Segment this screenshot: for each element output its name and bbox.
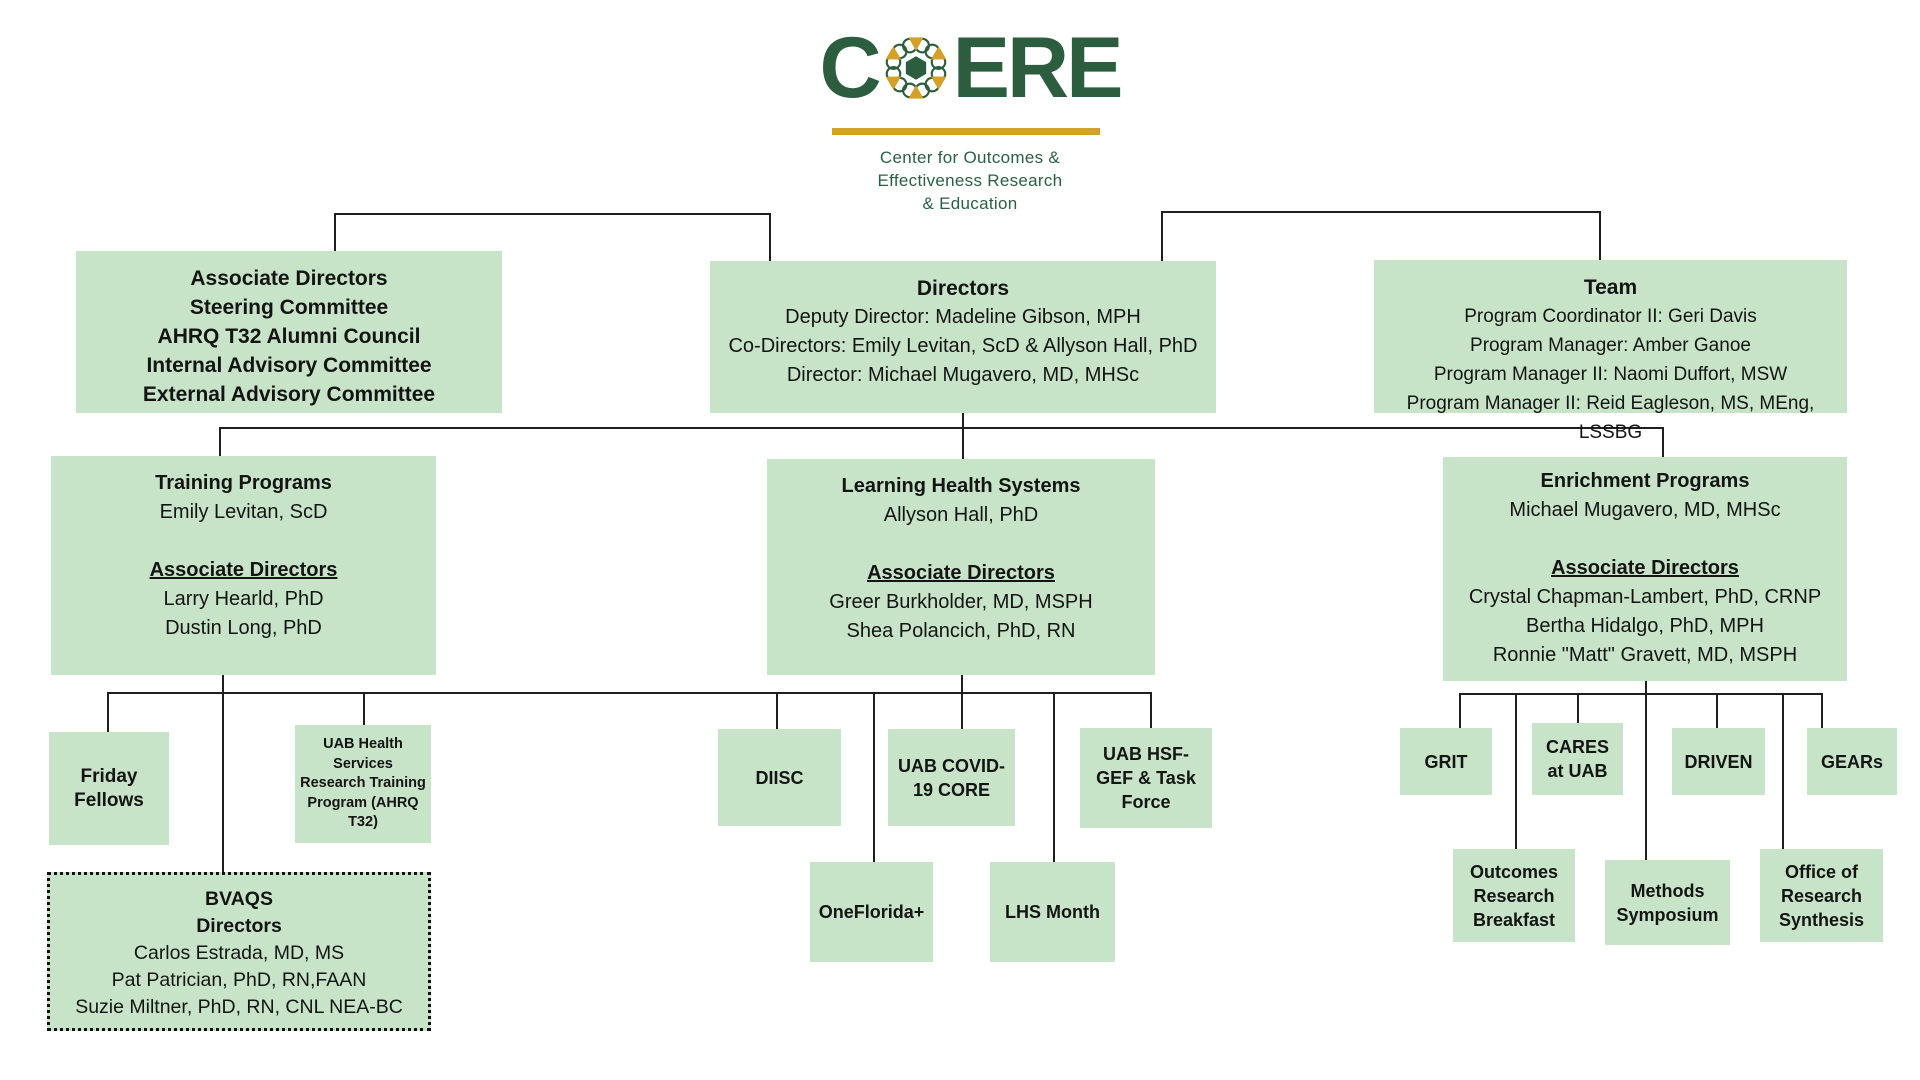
connector-line (334, 213, 336, 251)
connector-line (363, 692, 365, 725)
logo-gold-divider (832, 128, 1100, 135)
committee-line: Steering Committee (189, 296, 389, 319)
connector-line (1599, 211, 1601, 260)
directors-line: Director: Michael Mugavero, MD, MHSc (786, 364, 1140, 386)
directors-line: Co-Directors: Emily Levitan, ScD & Allys… (728, 335, 1198, 357)
connector-line (769, 213, 771, 261)
connector-line (961, 675, 963, 729)
team-line: Program Manager II: Reid Eagleson, MS, M… (1406, 393, 1815, 443)
diisc-box: DIISC (718, 729, 841, 826)
learning-health-systems-box: Learning Health Systems Allyson Hall, Ph… (767, 459, 1155, 675)
enrichment-title: Enrichment Programs (1540, 470, 1750, 492)
spacer (1443, 525, 1847, 554)
team-line: Program Coordinator II: Geri Davis (1464, 306, 1757, 327)
outcomes-research-breakfast-box: Outcomes Research Breakfast (1453, 849, 1575, 942)
training-subtitle: Associate Directors (149, 559, 338, 581)
bvaqs-subtitle: Directors (196, 915, 282, 937)
committee-line: External Advisory Committee (142, 383, 436, 406)
lhs-title: Learning Health Systems (841, 475, 1081, 497)
directors-title: Directors (916, 277, 1010, 300)
medallion-flower-icon (885, 37, 946, 99)
training-lead: Emily Levitan, ScD (159, 501, 328, 523)
tagline-line: Center for Outcomes & (879, 148, 1061, 167)
connector-line (1662, 427, 1664, 457)
team-title: Team (1583, 276, 1638, 299)
connector-line (1821, 693, 1823, 728)
tagline-line: Effectiveness Research (877, 171, 1063, 190)
lhs-month-box: LHS Month (990, 862, 1115, 962)
coere-logo: C E (810, 20, 1130, 116)
enrichment-member: Bertha Hidalgo, PhD, MPH (1526, 615, 1764, 637)
oneflorida-box: OneFlorida+ (810, 862, 933, 962)
connector-line (1459, 693, 1823, 695)
team-box: Team Program Coordinator II: Geri Davis … (1374, 260, 1847, 443)
connector-line (107, 692, 109, 732)
office-research-synthesis-box: Office of Research Synthesis (1760, 849, 1883, 942)
enrichment-programs-box: Enrichment Programs Michael Mugavero, MD… (1443, 457, 1847, 681)
directors-line: Deputy Director: Madeline Gibson, MPH (785, 306, 1141, 328)
connector-line (222, 675, 224, 872)
connector-line (1459, 693, 1461, 728)
enrichment-member: Ronnie "Matt" Gravett, MD, MSPH (1492, 644, 1798, 666)
connector-line (1716, 693, 1718, 728)
connector-line (776, 692, 778, 729)
gears-box: GEARs (1807, 728, 1897, 795)
bvaqs-member: Suzie Miltner, PhD, RN, CNL NEA-BC (75, 996, 403, 1018)
lhs-member: Greer Burkholder, MD, MSPH (829, 591, 1093, 613)
cares-at-uab-box: CARES at UAB (1532, 723, 1623, 795)
bvaqs-member: Carlos Estrada, MD, MS (133, 942, 345, 964)
logo-tagline: Center for Outcomes & Effectiveness Rese… (810, 146, 1130, 215)
logo-letter-c: C (819, 20, 882, 116)
training-member: Dustin Long, PhD (165, 617, 322, 639)
tagline-line: & Education (922, 194, 1018, 213)
enrichment-member: Crystal Chapman-Lambert, PhD, CRNP (1468, 586, 1822, 608)
committee-line: Associate Directors (190, 267, 388, 290)
driven-box: DRIVEN (1672, 728, 1765, 795)
bvaqs-title: BVAQS (205, 888, 273, 910)
enrichment-lead: Michael Mugavero, MD, MHSc (1509, 499, 1781, 521)
team-line: Program Manager: Amber Ganoe (1470, 335, 1751, 356)
spacer (767, 530, 1155, 559)
connector-line (219, 427, 1664, 429)
connector-line (1150, 692, 1152, 728)
connector-line (962, 413, 964, 459)
connector-line (1782, 693, 1784, 849)
grit-box: GRIT (1400, 728, 1492, 795)
connector-line (334, 213, 771, 215)
team-line: Program Manager II: Naomi Duffort, MSW (1433, 364, 1788, 385)
lhs-lead: Allyson Hall, PhD (883, 504, 1039, 526)
bvaqs-member: Pat Patrician, PhD, RN,FAAN (111, 969, 367, 991)
connector-line (873, 692, 875, 862)
connector-line (1577, 693, 1579, 727)
training-programs-box: Training Programs Emily Levitan, ScD Ass… (51, 456, 436, 675)
committee-line: AHRQ T32 Alumni Council (157, 325, 421, 348)
methods-symposium-box: Methods Symposium (1605, 860, 1730, 945)
committee-line: Internal Advisory Committee (146, 354, 432, 377)
lhs-member: Shea Polancich, PhD, RN (846, 620, 1076, 642)
friday-fellows-box: Friday Fellows (49, 732, 169, 845)
connector-line (219, 427, 221, 456)
uab-t32-box: UAB Health Services Research Training Pr… (295, 725, 431, 843)
uab-hsf-gef-box: UAB HSF-GEF & Task Force (1080, 728, 1212, 828)
coere-wordmark: C E (810, 20, 1130, 116)
logo-letters-ere: ERE (952, 20, 1124, 116)
connector-line (1161, 211, 1163, 261)
connector-line (1053, 692, 1055, 862)
directors-box: Directors Deputy Director: Madeline Gibs… (710, 261, 1216, 413)
connector-line (1161, 211, 1601, 213)
connector-line (1645, 681, 1647, 860)
enrichment-subtitle: Associate Directors (1551, 557, 1739, 579)
uab-covid-core-box: UAB COVID-19 CORE (888, 729, 1015, 826)
training-title: Training Programs (155, 472, 332, 494)
spacer (51, 527, 436, 556)
training-member: Larry Hearld, PhD (163, 588, 324, 610)
committees-box: Associate Directors Steering Committee A… (76, 251, 502, 413)
lhs-subtitle: Associate Directors (867, 562, 1055, 584)
connector-line (107, 692, 1152, 694)
bvaqs-box: BVAQS Directors Carlos Estrada, MD, MS P… (47, 872, 431, 1031)
connector-line (1515, 693, 1517, 850)
